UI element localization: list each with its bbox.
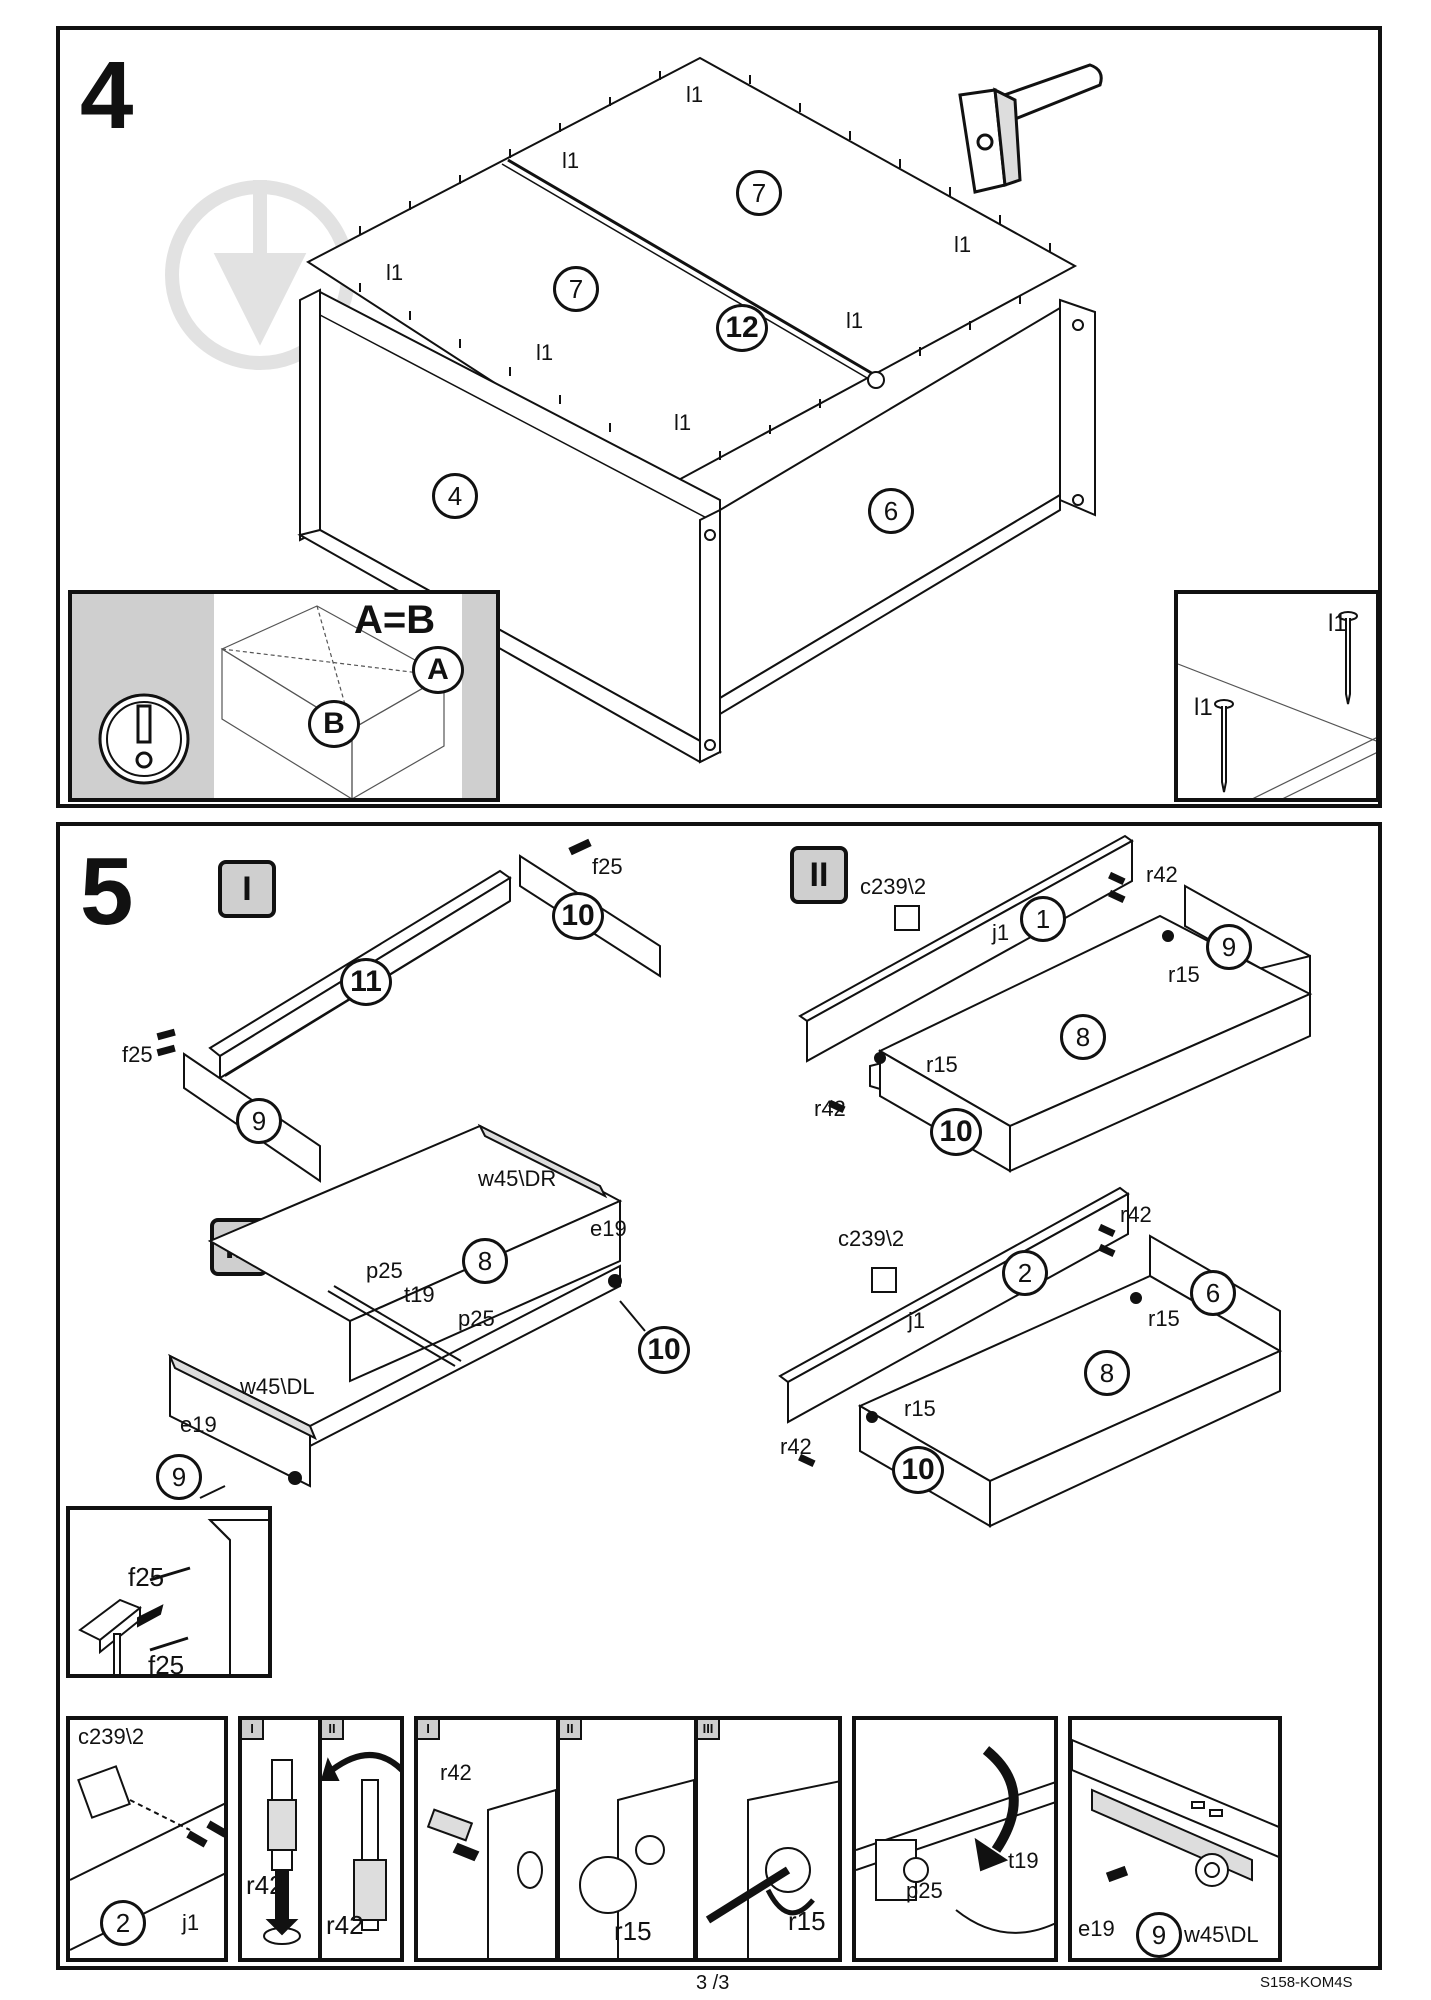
nail-label: l1: [674, 410, 692, 435]
diagonal-b-callout: B: [308, 700, 360, 748]
cam-bolt-label: r42: [1146, 862, 1178, 887]
screw-label: f25: [122, 1042, 153, 1067]
step-5-panel: 5 I II III: [56, 822, 1382, 1970]
pin-label: p25: [458, 1306, 495, 1331]
slide-label: w45\DL: [240, 1374, 315, 1399]
dowel-label: j1: [182, 1910, 200, 1935]
slide-detail-inset: e19 9 w45\DL: [1068, 1716, 1282, 1962]
substep-i-badge: I: [218, 860, 276, 918]
nail-label: l1: [536, 340, 554, 365]
part-7-callout: 7: [553, 266, 599, 312]
cam-lock-label: r15: [1168, 962, 1200, 987]
screw-label: e19: [180, 1412, 217, 1437]
slide-label: w45\DL: [1184, 1922, 1259, 1947]
step-4-panel: 4: [56, 26, 1382, 808]
cam-lock-label: r15: [1148, 1306, 1180, 1331]
step-number: 5: [80, 838, 134, 945]
screw-label: e19: [1078, 1916, 1115, 1941]
cam-bolt-label: r42: [1120, 1202, 1152, 1227]
step-ii-tag: II: [322, 1720, 344, 1740]
part-9-callout: 9: [236, 1098, 282, 1144]
part-12-callout: 12: [716, 304, 768, 352]
part-9-callout: 9: [1136, 1912, 1182, 1958]
cam-bolt-label: r42: [814, 1096, 846, 1121]
part-8-callout: 8: [462, 1238, 508, 1284]
rail-pin-inset: p25 t19: [852, 1716, 1058, 1962]
exclamation-circle-icon: [98, 693, 190, 785]
step-number: 4: [80, 42, 134, 149]
substep-ii-badge: II: [790, 846, 848, 904]
part-2-callout: 2: [100, 1900, 146, 1946]
nail-label: l1: [1194, 694, 1213, 721]
nail-detail-inset: l1 l1: [1174, 590, 1380, 802]
dowel-label: j1: [992, 920, 1010, 945]
step-i-tag: I: [418, 1720, 440, 1740]
part-9-callout: 9: [1206, 924, 1252, 970]
cam-bolt-label: r42: [246, 1870, 284, 1900]
step-ii-tag: II: [560, 1720, 582, 1740]
part-8-callout: 8: [1060, 1014, 1106, 1060]
part-10-callout: 10: [930, 1108, 982, 1156]
part-10-callout: 10: [552, 892, 604, 940]
screw-label: f25: [128, 1562, 165, 1592]
part-10-callout: 10: [892, 1446, 944, 1494]
document-code: S158-KOM4S: [1260, 1974, 1353, 1991]
nail-label: l1: [1328, 610, 1347, 637]
rail-label: t19: [1008, 1848, 1039, 1873]
connector-label: c239\2: [860, 874, 927, 899]
connector-detail-inset: c239\2 2 j1: [66, 1716, 228, 1962]
step-iii-tag: III: [698, 1720, 720, 1740]
screw-label: e19: [590, 1216, 627, 1241]
cam-bolt-label: r42: [326, 1910, 364, 1940]
step-i-tag: I: [242, 1720, 264, 1740]
cam-lock-label: r15: [926, 1052, 958, 1077]
part-2-callout: 2: [1002, 1250, 1048, 1296]
nail-label: l1: [562, 148, 580, 173]
part-8-callout: 8: [1084, 1350, 1130, 1396]
diagonal-equation: A=B: [354, 598, 436, 642]
pin-label: p25: [906, 1878, 943, 1903]
slide-label: w45\DR: [478, 1166, 557, 1191]
part-4-callout: 4: [432, 473, 478, 519]
screw-label: f25: [148, 1650, 185, 1678]
connector-label: c239\2: [838, 1226, 905, 1251]
part-11-callout: 11: [340, 958, 392, 1006]
screw-hammer-inset: f25 f25: [66, 1506, 272, 1678]
cam-lock-label: r15: [614, 1916, 652, 1946]
nail-label: l1: [386, 260, 404, 285]
nail-icon: [1214, 611, 1358, 793]
part-6-callout: 6: [868, 488, 914, 534]
rail-label: t19: [404, 1282, 435, 1307]
cam-bolt-step-inset: I II r42 r42: [238, 1716, 404, 1962]
hammer-icon: [958, 63, 1103, 194]
cam-bolt-label: r42: [780, 1434, 812, 1459]
part-10-callout: 10: [638, 1326, 690, 1374]
nail-label: l1: [846, 308, 864, 333]
cam-lock-step-inset: I II III r42 r15 r15: [414, 1716, 842, 1962]
step-4-drawing: [165, 56, 1103, 764]
dowel-label: j1: [908, 1308, 926, 1333]
page-number: 3 /3: [696, 1972, 730, 1994]
cam-lock-label: r15: [904, 1396, 936, 1421]
part-1-callout: 1: [1020, 896, 1066, 942]
nail-label: l1: [954, 232, 972, 257]
nail-label: l1: [686, 82, 704, 107]
cam-lock-label: r15: [788, 1906, 826, 1936]
part-9-callout: 9: [156, 1454, 202, 1500]
part-7-callout: 7: [736, 170, 782, 216]
cam-bolt-label: r42: [440, 1760, 472, 1785]
connector-label: c239\2: [78, 1724, 145, 1749]
part-6-callout: 6: [1190, 1270, 1236, 1316]
screw-label: f25: [592, 854, 623, 879]
pin-label: p25: [366, 1258, 403, 1283]
diagonal-check-inset: A=B A B: [68, 590, 500, 802]
diagonal-a-callout: A: [412, 646, 464, 694]
